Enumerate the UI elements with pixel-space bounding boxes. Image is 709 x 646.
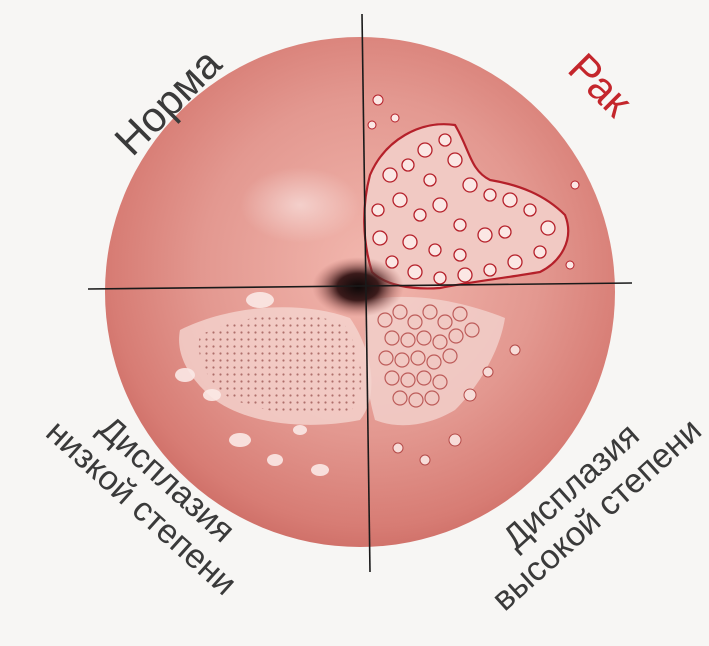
label-cancer: Рак bbox=[559, 44, 641, 126]
surface-shine bbox=[240, 167, 360, 243]
